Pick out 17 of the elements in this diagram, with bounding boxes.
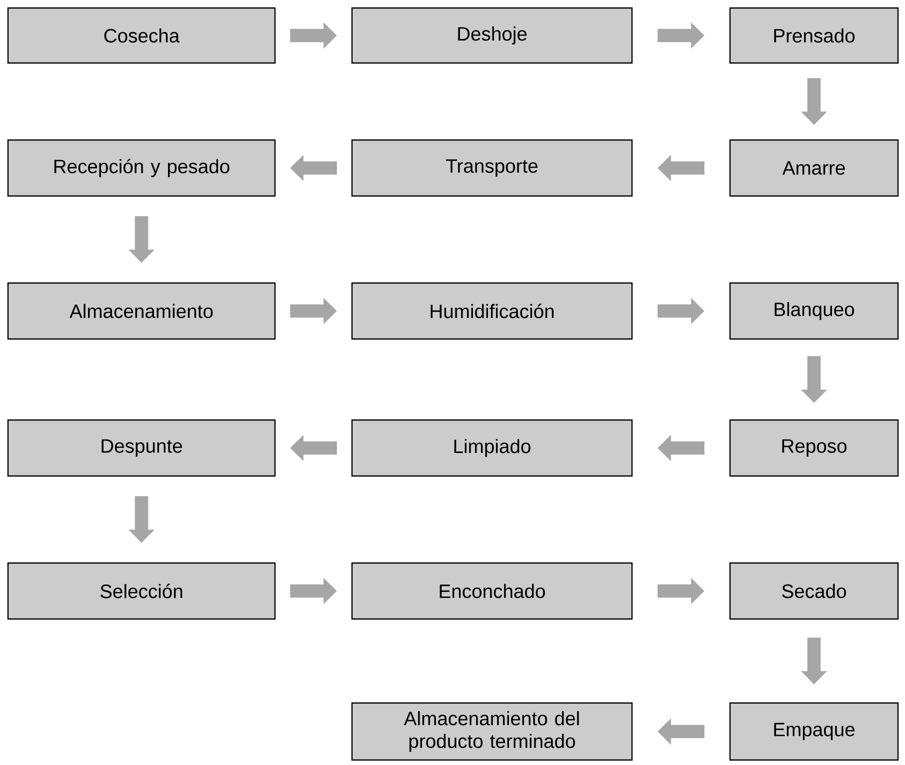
- process-box: Secado: [729, 562, 899, 620]
- process-box: Recepción y pesado: [7, 139, 276, 197]
- process-box: Transporte: [351, 139, 633, 197]
- process-box: Limpiado: [351, 419, 633, 477]
- process-box: Humidificación: [351, 282, 633, 340]
- process-box: Amarre: [729, 139, 899, 197]
- process-box: Selección: [7, 562, 276, 620]
- process-box: Despunte: [7, 419, 276, 477]
- process-box: Cosecha: [7, 7, 276, 64]
- process-box: Reposo: [729, 419, 899, 477]
- process-box: Empaque: [729, 702, 899, 761]
- process-box: Deshoje: [351, 7, 633, 64]
- process-box: Prensado: [729, 7, 899, 64]
- process-box: Almacenamiento: [7, 282, 276, 340]
- process-box: Blanqueo: [729, 282, 899, 340]
- process-box: Enconchado: [351, 562, 633, 620]
- process-box: Almacenamiento del producto terminado: [351, 702, 633, 761]
